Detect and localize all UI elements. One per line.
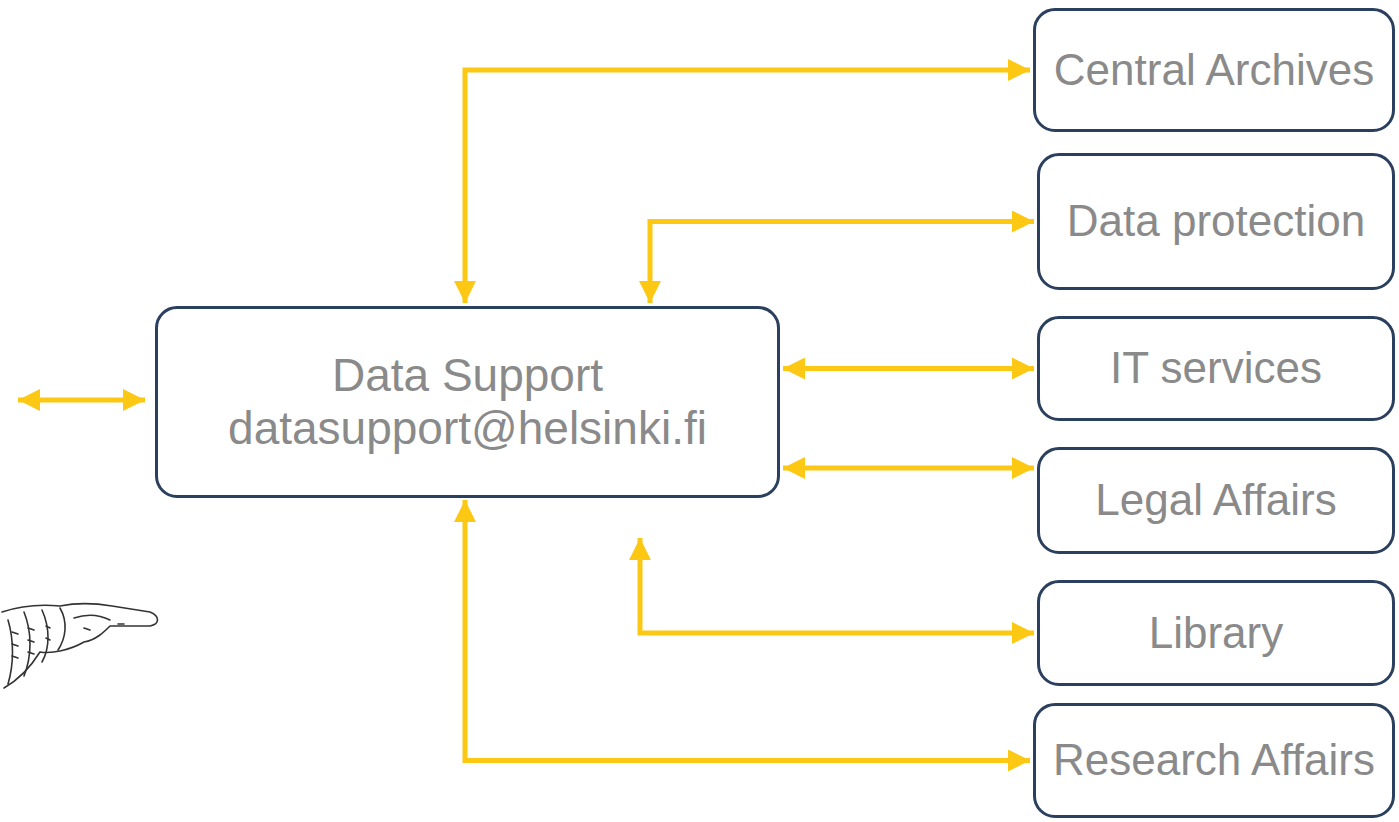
service-box: Research Affairs: [1033, 703, 1395, 818]
finger: [24, 612, 30, 676]
connector-arrow: [465, 70, 1030, 303]
finger: [8, 620, 13, 684]
finger: [42, 610, 48, 662]
service-box: IT services: [1037, 316, 1395, 421]
external-arrow: [18, 398, 145, 403]
connector-arrow: [650, 222, 1034, 304]
service-box: Legal Affairs: [1037, 447, 1395, 554]
box-label: Library: [1149, 608, 1284, 659]
thumb: [74, 615, 110, 620]
finger: [58, 608, 65, 650]
connector-arrow: [783, 366, 1034, 371]
hand-outline: [2, 604, 158, 688]
box-label: Data Support: [332, 349, 603, 402]
connector-arrow: [783, 466, 1034, 471]
box-label: Central Archives: [1054, 45, 1374, 96]
box-label: Research Affairs: [1053, 735, 1375, 786]
sketch-marks: [84, 624, 124, 630]
email-address: datasupport@helsinki.fi: [228, 402, 707, 455]
hub-box: Data Supportdatasupport@helsinki.fi: [155, 306, 780, 498]
pointing-hand: [2, 604, 158, 688]
service-box: Library: [1037, 580, 1395, 686]
finger-creases: [12, 626, 50, 658]
box-label: Data protection: [1067, 196, 1365, 247]
box-label: IT services: [1110, 343, 1322, 394]
box-label: Legal Affairs: [1095, 475, 1336, 526]
service-box: Data protection: [1037, 153, 1395, 290]
connector-arrow: [640, 538, 1034, 633]
service-box: Central Archives: [1033, 8, 1395, 132]
connector-arrow: [465, 500, 1030, 761]
